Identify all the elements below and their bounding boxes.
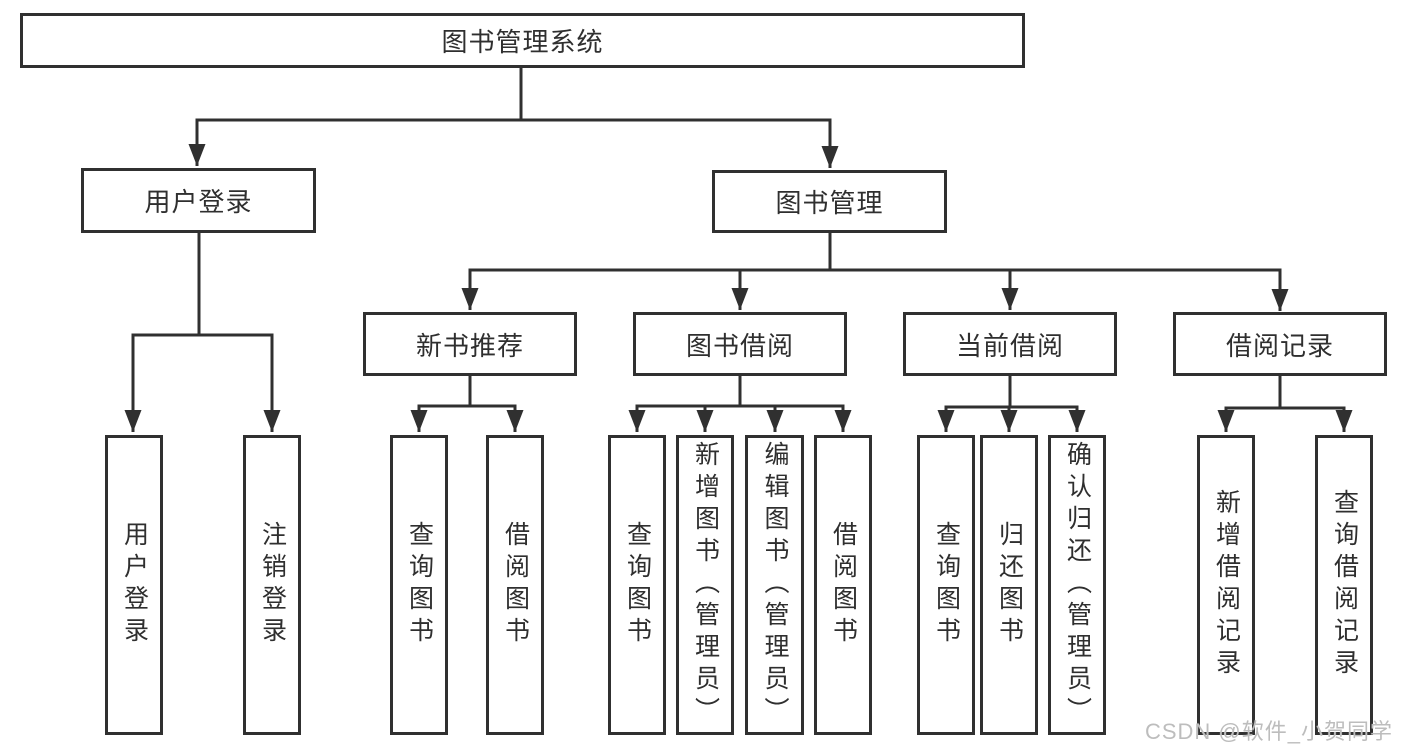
leaf-label: 查询图书 xyxy=(932,521,961,649)
leaf-return-book: 归还图书 xyxy=(980,435,1038,735)
node-book-borrow: 图书借阅 xyxy=(633,312,847,376)
leaf-label: 查询借阅记录 xyxy=(1330,489,1359,681)
leaf-label: 借阅图书 xyxy=(501,521,530,649)
leaf-query-borrow-record: 查询借阅记录 xyxy=(1315,435,1373,735)
node-user-login: 用户登录 xyxy=(81,168,316,233)
leaf-label: 编辑图书（管理员） xyxy=(761,441,789,729)
leaf-label: 查询图书 xyxy=(405,521,434,649)
node-new-book-recommend: 新书推荐 xyxy=(363,312,577,376)
leaf-label: 注销登录 xyxy=(258,521,287,649)
leaf-logout: 注销登录 xyxy=(243,435,301,735)
leaf-edit-book-admin: 编辑图书（管理员） xyxy=(745,435,804,735)
leaf-confirm-return-admin: 确认归还（管理员） xyxy=(1048,435,1106,735)
leaf-query-books-current: 查询图书 xyxy=(917,435,975,735)
leaf-borrow-books: 借阅图书 xyxy=(814,435,872,735)
node-current-borrow: 当前借阅 xyxy=(903,312,1117,376)
node-book-management: 图书管理 xyxy=(712,170,947,233)
root-node-library-system: 图书管理系统 xyxy=(20,13,1025,68)
leaf-add-borrow-record: 新增借阅记录 xyxy=(1197,435,1255,735)
leaf-user-login: 用户登录 xyxy=(105,435,163,735)
node-borrow-record: 借阅记录 xyxy=(1173,312,1387,376)
leaf-label: 查询图书 xyxy=(623,521,652,649)
leaf-label: 借阅图书 xyxy=(829,521,858,649)
csdn-watermark: CSDN @软件_小贺同学 xyxy=(1144,719,1393,744)
leaf-query-books-recommend: 查询图书 xyxy=(390,435,448,735)
leaf-label: 归还图书 xyxy=(995,521,1024,649)
leaf-label: 确认归还（管理员） xyxy=(1063,441,1092,729)
leaf-label: 新增图书（管理员） xyxy=(691,441,720,729)
leaf-label: 新增借阅记录 xyxy=(1212,489,1241,681)
leaf-borrow-books-recommend: 借阅图书 xyxy=(486,435,544,735)
leaf-label: 用户登录 xyxy=(120,521,149,649)
leaf-query-books-borrow: 查询图书 xyxy=(608,435,666,735)
leaf-add-book-admin: 新增图书（管理员） xyxy=(676,435,734,735)
